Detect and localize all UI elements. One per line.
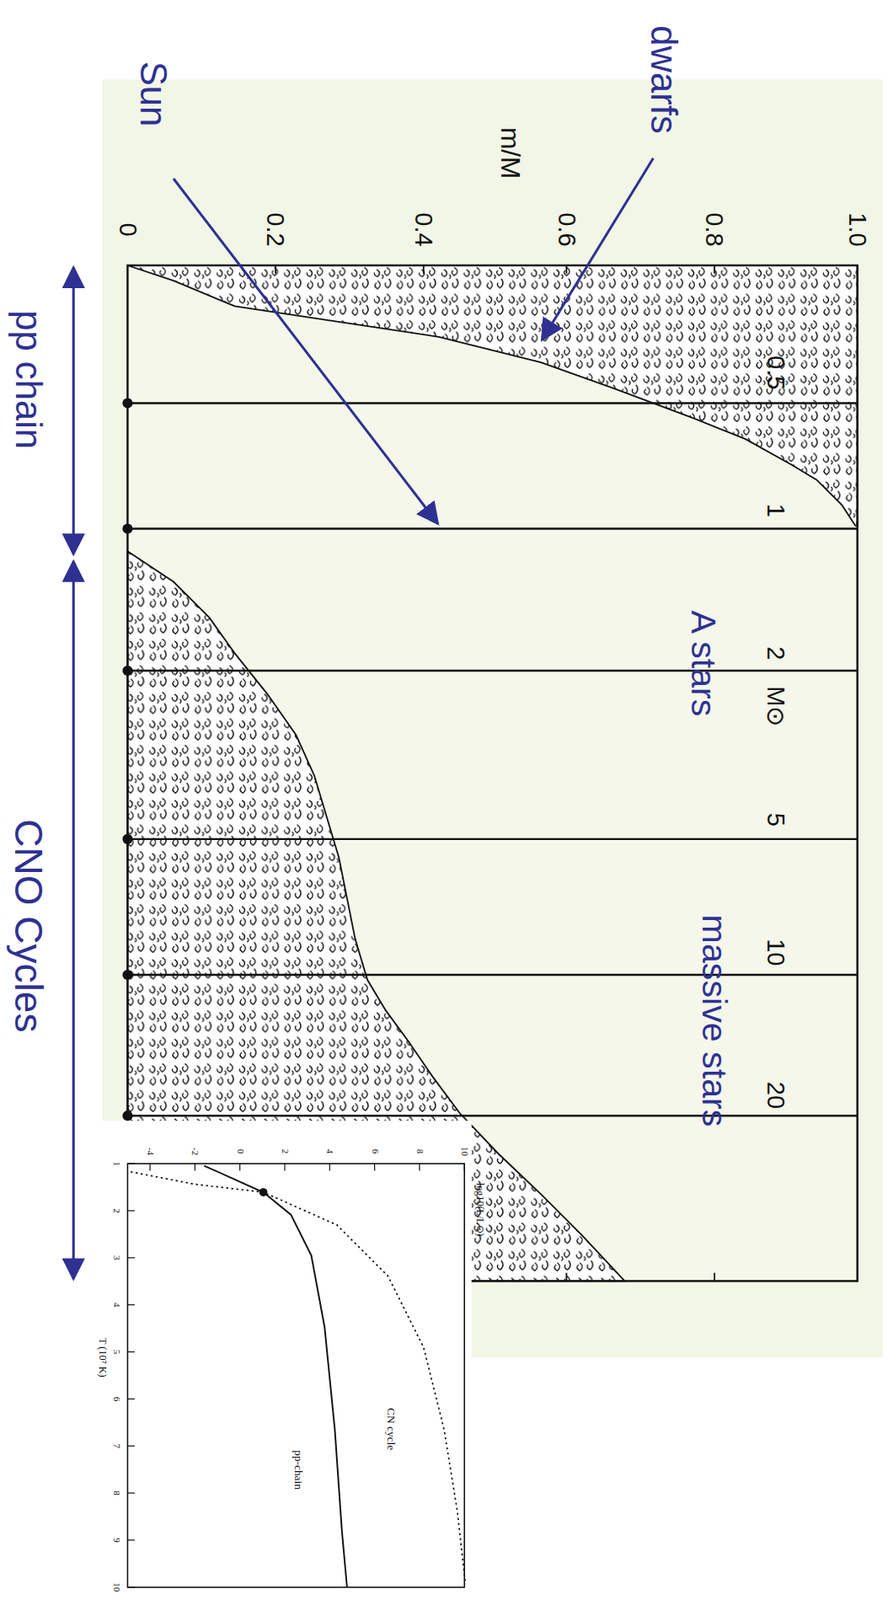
- annotation: Sun: [134, 61, 172, 128]
- mass-label: 20: [763, 1081, 788, 1109]
- tick-label: 8: [112, 1490, 122, 1495]
- mass-label: 1: [763, 503, 788, 518]
- curve-label: CN cycle: [385, 1407, 396, 1450]
- tick-label: 0: [235, 1149, 245, 1154]
- tick-label: 4: [325, 1149, 335, 1154]
- tick-label: 9: [112, 1537, 122, 1542]
- tick-label: 3: [112, 1255, 122, 1260]
- tick-label: 2: [112, 1208, 122, 1213]
- tick-label: 0.8: [702, 212, 728, 247]
- axis-title: log10(L/L⊙): [474, 1182, 485, 1237]
- mass-label: 2: [763, 646, 788, 660]
- annotation: CNO Cycles: [9, 818, 49, 1033]
- curve-label: pp-chain: [292, 1449, 304, 1490]
- tick-label: -2: [190, 1147, 200, 1156]
- tick-label: -4: [145, 1147, 156, 1156]
- tick-label: 0.4: [411, 212, 436, 247]
- axis-title: T (10⁷ K): [96, 1337, 107, 1377]
- tick-label: 0.6: [554, 212, 579, 247]
- annotation: massive stars: [696, 914, 732, 1128]
- tick-label: 2: [280, 1149, 290, 1154]
- annotation: A stars: [686, 610, 722, 717]
- annotation: dwarfs: [645, 25, 683, 134]
- tick-label: 0: [115, 222, 140, 236]
- tick-label: 4: [112, 1302, 122, 1307]
- tick-label: 6: [369, 1149, 380, 1154]
- tick-label: 10: [460, 1146, 470, 1156]
- annotation: pp chain: [10, 310, 48, 450]
- tick-label: 1: [112, 1160, 122, 1166]
- mass-label: 10: [763, 938, 788, 966]
- tick-label: 5: [112, 1349, 122, 1354]
- tick-label: 10: [112, 1582, 122, 1592]
- axis-title: m/M: [497, 127, 524, 179]
- tick-label: 0.2: [263, 212, 289, 247]
- mass-unit: M⊙: [763, 685, 788, 727]
- tick-label: 7: [112, 1443, 122, 1448]
- tick-label: 8: [414, 1149, 424, 1154]
- tick-label: 6: [112, 1396, 122, 1402]
- tick-label: 1.0: [845, 212, 870, 247]
- mass-label: 5: [763, 813, 788, 827]
- mass-label: 0.5: [763, 355, 788, 390]
